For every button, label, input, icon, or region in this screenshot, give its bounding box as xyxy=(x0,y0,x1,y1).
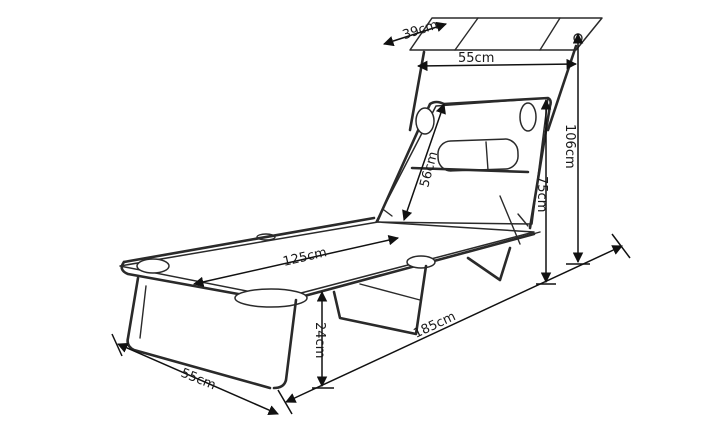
canopy-panel xyxy=(409,17,603,51)
bed xyxy=(119,216,541,308)
dim-tick-frame-width xyxy=(111,333,123,357)
dim-line-frame-width xyxy=(117,342,279,416)
dim-line-total-length xyxy=(285,245,623,403)
pillow-seam xyxy=(485,141,489,171)
hinge-right xyxy=(517,213,529,227)
label-total-height: 106cm xyxy=(562,124,577,169)
dim-tick-total-length-b xyxy=(611,233,631,259)
dim-tick-total-length-a xyxy=(277,389,293,415)
label-canopy-width: 55cm xyxy=(458,51,494,66)
dim-line-canopy-depth xyxy=(383,21,447,47)
right-armrest-bump xyxy=(519,102,537,132)
headrest-pillow xyxy=(437,138,519,172)
bed-rail-right xyxy=(120,232,536,304)
ratchet-rail xyxy=(499,195,521,245)
side-lever xyxy=(503,231,541,243)
canopy-pole-right xyxy=(546,44,578,132)
hinge-left xyxy=(383,209,393,217)
dimension-lines xyxy=(111,21,631,416)
label-backrest-height: 75cm xyxy=(534,176,549,212)
label-seat-height: 24cm xyxy=(312,322,327,358)
backrest xyxy=(374,96,552,230)
label-frame-width: 55cm xyxy=(179,366,218,394)
foot-cap-left xyxy=(136,258,170,274)
left-armrest-bump xyxy=(415,107,435,135)
front-leg-inner xyxy=(139,285,147,339)
dim-line-canopy-width xyxy=(416,58,578,72)
mid-cap xyxy=(406,255,436,269)
canopy-seam-left xyxy=(454,17,479,51)
mid-brace xyxy=(359,283,421,301)
canopy-seam-right xyxy=(539,17,561,51)
rear-leg xyxy=(466,246,512,282)
front-leg-right xyxy=(272,298,298,390)
dim-line-backrest-length xyxy=(402,103,446,221)
